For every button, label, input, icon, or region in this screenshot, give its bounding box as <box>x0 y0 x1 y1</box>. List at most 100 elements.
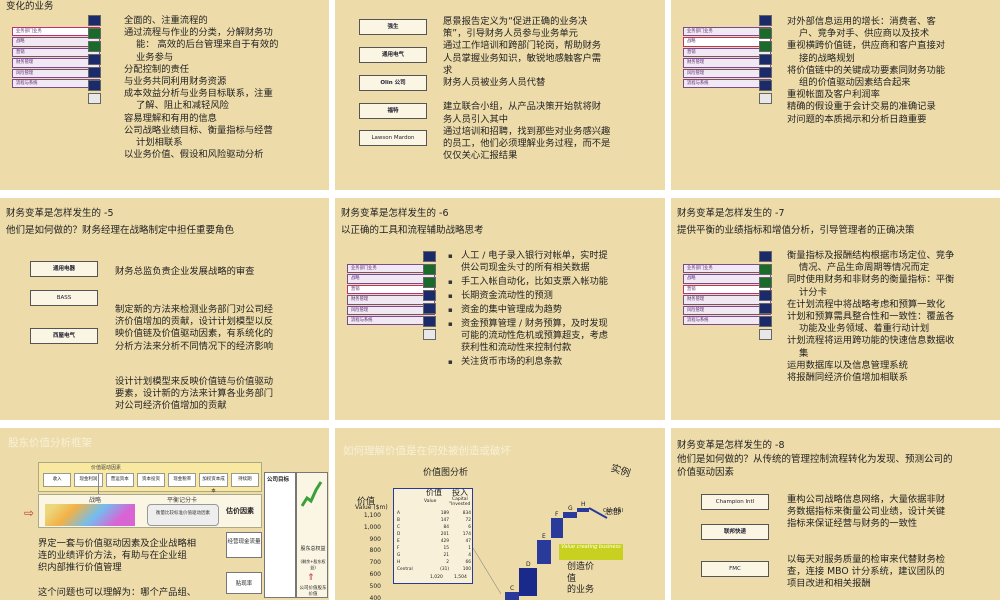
driver-item: 营运资本 <box>105 473 134 487</box>
company-label: 福特 <box>359 103 427 119</box>
text-line <box>443 89 661 101</box>
building-icon <box>759 54 772 65</box>
text-line: 成本效益分析与业务目标联系，注重 <box>124 88 273 100</box>
y-label-cn: 价值 <box>357 497 376 507</box>
table-cell: 2 <box>446 560 449 565</box>
table-cell: 834 <box>462 511 471 516</box>
icon-column <box>88 15 101 106</box>
menu-item: 流程与系统 <box>12 78 100 89</box>
text-line: 对公司经济价值增加的贡献 <box>115 400 227 412</box>
bar-label: H <box>581 501 586 508</box>
text-line: 集 <box>799 347 809 359</box>
text-line: 连的业绩评价方法，有助与在企业组 <box>38 550 187 562</box>
text-line: 计划流程将运用跨功能的快速信息数据收 <box>787 335 955 347</box>
col-header: 投入 <box>452 488 468 497</box>
icon-column <box>759 15 772 106</box>
nav-menu: 业务部门业务 战略 营销 财务管理 风险管理 流程与系统 <box>683 27 771 89</box>
menu-item: 流程与系统 <box>683 315 771 326</box>
building-icon <box>423 290 436 301</box>
equity-label: 股东总权益 <box>300 546 326 552</box>
table-cell: E <box>397 539 400 544</box>
table-cell: 100 <box>462 567 471 572</box>
paragraph: 以每天对服务质量的检审来代替财务检查，连接 MBO 计分系统，建议团队的项目改进… <box>787 554 997 591</box>
menu-item: 战略 <box>683 274 771 284</box>
central-label: Central <box>603 508 624 514</box>
central-cn-label: 总部 <box>605 507 621 516</box>
table-cell: C <box>397 525 401 530</box>
slide-subtitle: 他们是如何做的？财务经理在战略制定中担任重要角色 <box>6 225 235 236</box>
table-cell: H <box>397 560 401 565</box>
y-label: Value ($m) <box>355 504 388 511</box>
text-line: 设计计划模型来反映价值链与价值驱动 <box>115 376 274 387</box>
col-header: Value <box>424 499 437 504</box>
text-line: 映价值链及价值驱动因素，有系统化的 <box>115 328 274 340</box>
text-line: 通过流程与作业的分类，分解财务功 <box>124 27 273 39</box>
slide-company-examples: 强生 通用电气 Olin 公司 福特 Lawson Mardon 愿景报告定义为… <box>335 0 665 190</box>
driver-item: 加权资本成本 <box>199 473 228 494</box>
monitor-icon <box>759 251 772 262</box>
text-line: 同时使用财务和非财务的衡量指标：平衡 <box>787 274 955 286</box>
bar-label: G <box>568 505 573 512</box>
table-cell: B <box>397 518 400 523</box>
arrow-icon: ⇨ <box>24 506 35 520</box>
table-cell: A <box>397 511 400 516</box>
text-line: 通过培训和招聘，找到那些对业务感兴趣 <box>443 125 611 137</box>
body-text: 全面的、注重流程的通过流程与作业的分类，分解财务功能： 高效的后台管理来自于有效… <box>124 15 324 161</box>
menu-item: 财务管理 <box>347 295 435 305</box>
text-line: 建立联合小组，从产品决策开始就将财 <box>443 101 602 113</box>
bullet-list: 人工 / 电子录入银行对帐单，实时提供公司现金头寸的所有相关数据手工入帐自动化，… <box>448 250 663 370</box>
table-row: Central(31)100 <box>397 567 471 574</box>
text-line: 计划和预算需具整合性和一致性：覆盖各 <box>787 311 955 323</box>
slide-title: 变化的业务 <box>6 1 54 12</box>
text-line: 户、竞争对手、供应商以及技术 <box>799 28 930 40</box>
slide-shareholder-value: 股东价值分析框架 价值驱动因素 收入现金利润营运资本资本投资现金税率加权资本成本… <box>0 428 329 600</box>
y-tick-label: 800 <box>369 547 381 555</box>
graph-icon <box>88 67 101 78</box>
monitor-icon <box>759 15 772 26</box>
bar-label: F <box>555 511 559 518</box>
person-icon <box>759 329 772 340</box>
text-line: 重视横跨价值链，供应商和客户直接对 <box>787 40 946 52</box>
text-line: 要素，设计新的方法来计算各业务部门 <box>115 388 274 400</box>
paragraph: 财务总监负责企业发展战略的审查 <box>115 266 255 277</box>
col-header: 价值 <box>426 488 442 497</box>
table-cell: 201 <box>440 532 449 537</box>
chart-icon <box>88 28 101 39</box>
table-cell: 6 <box>468 525 471 530</box>
y-tick-label: 400 <box>369 594 381 600</box>
y-tick-label: 1,100 <box>363 512 381 519</box>
text-line: 情况、产品生命周期等情况而定 <box>799 262 930 274</box>
nav-menu: 业务部门业务 战略 营销 财务管理 风险管理 流程与系统 <box>12 27 100 89</box>
goal-label: 公司目标 <box>267 477 290 483</box>
menu-item: 营销 <box>683 47 771 58</box>
graph-icon <box>759 303 772 314</box>
menu-item: 财务管理 <box>683 295 771 305</box>
text-line: 务数据指标来衡量公司业绩，设计关键 <box>787 506 946 518</box>
menu-item: 流程与系统 <box>347 315 435 326</box>
driver-item: 收入 <box>43 473 72 487</box>
menu-item: 营销 <box>683 284 771 295</box>
chart-icon <box>759 28 772 39</box>
table-cell: 72 <box>465 518 471 523</box>
table-cell: G <box>397 553 401 558</box>
bar-label: C <box>510 585 514 592</box>
bullet-item: 资金的集中管理成为趋势 <box>448 304 663 316</box>
driver-item: 现金税率 <box>168 473 197 487</box>
text-line: 分析方法来分析不同情况下的经济影响 <box>115 340 274 352</box>
bullet-item: 资金预算管理 / 财务预算，及时发现可能的流动性危机或预算超支，考虑获利性和流动… <box>448 318 663 354</box>
text-line: 重视帐面及客户利润率 <box>787 89 880 101</box>
text-line: 求 <box>443 64 453 76</box>
text-line: 仅仅关心汇报结果 <box>443 150 518 162</box>
company-label: Champion Intl <box>701 494 769 510</box>
text-line: 价值驱动因素 <box>677 466 735 478</box>
text-line: 人员掌握业务知识，敏锐地感触客户需 <box>443 52 602 64</box>
menu-item: 风险管理 <box>683 68 771 78</box>
text-line: 计分卡 <box>799 286 827 298</box>
growth-arrow-icon <box>300 480 323 508</box>
person-icon <box>423 329 436 340</box>
central-line <box>588 507 608 519</box>
